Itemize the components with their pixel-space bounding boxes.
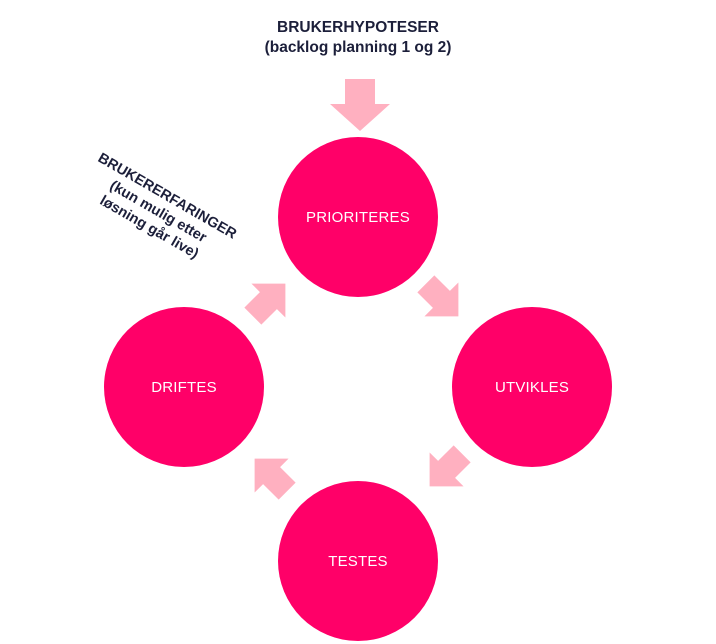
node-driftes: DRIFTES <box>104 307 264 467</box>
node-prioriteres-label: PRIORITERES <box>306 208 410 226</box>
block-arrow-icon <box>412 436 480 504</box>
block-arrow-icon <box>237 441 305 509</box>
node-utvikles: UTVIKLES <box>452 307 612 467</box>
block-arrow-icon <box>408 266 476 334</box>
user-hypotheses-title: BRUKERHYPOTESER <box>277 19 439 36</box>
user-hypotheses-label: BRUKERHYPOTESER (backlog planning 1 og 2… <box>208 18 508 58</box>
node-testes-label: TESTES <box>328 552 388 570</box>
node-utvikles-label: UTVIKLES <box>494 378 570 396</box>
node-driftes-label: DRIFTES <box>151 378 217 396</box>
node-prioriteres: PRIORITERES <box>278 137 438 297</box>
block-arrow-icon <box>235 266 303 334</box>
user-hypotheses-subtitle: (backlog planning 1 og 2) <box>264 39 452 56</box>
block-arrow-icon <box>330 79 390 131</box>
node-testes: TESTES <box>278 481 438 641</box>
